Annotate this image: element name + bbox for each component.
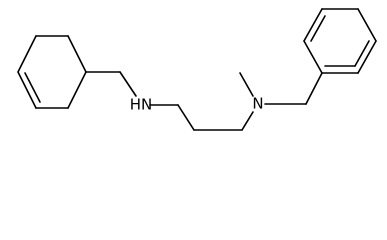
bond-c3-to-n xyxy=(241,111,254,131)
benzene-bond-2 xyxy=(303,8,323,42)
ring-bond-2 xyxy=(67,35,87,73)
secondary-amine-label: HN xyxy=(130,96,153,114)
ring-bond-3 xyxy=(67,71,87,109)
chemical-structure-diagram: HN N xyxy=(17,8,377,131)
benzene-bond-5 xyxy=(357,40,377,74)
bond-ch2-to-hn xyxy=(119,71,137,97)
bond-c1-to-c2 xyxy=(177,104,195,131)
benzene-inner-bond-b xyxy=(354,40,370,67)
benzene-inner-bond-a xyxy=(310,15,326,42)
ring-double-bond-inner xyxy=(24,72,41,103)
ring-bond-6 xyxy=(17,35,37,73)
benzene-bond-1 xyxy=(303,40,323,74)
cyclohexene-ring xyxy=(17,35,87,109)
ring-bond-5 xyxy=(17,71,37,109)
tertiary-amine-label: N xyxy=(252,95,263,113)
bond-n-to-methyl xyxy=(239,72,254,97)
benzene-bond-4 xyxy=(357,8,377,42)
bond-benzyl-ch2-to-ring xyxy=(305,72,323,105)
benzene-ring xyxy=(303,8,377,74)
